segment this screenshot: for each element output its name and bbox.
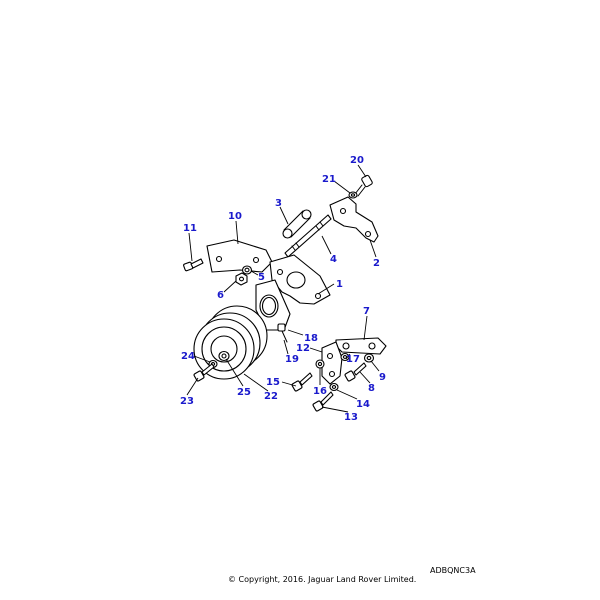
part-11-bolt <box>183 258 204 272</box>
part-17-washer <box>340 352 350 362</box>
callout-22: 22 <box>264 391 278 402</box>
callout-9: 9 <box>379 372 386 383</box>
part-1-bracket <box>269 254 331 305</box>
callout-11: 11 <box>183 223 197 234</box>
part-22-pulley <box>193 305 268 380</box>
callout-4: 4 <box>330 254 337 265</box>
callout-25: 25 <box>237 387 251 398</box>
callout-5: 5 <box>258 272 265 283</box>
callout-10: 10 <box>228 211 242 222</box>
callout-2: 2 <box>373 258 380 269</box>
part-3-spacer <box>282 209 312 239</box>
callout-3: 3 <box>275 198 282 209</box>
callout-21: 21 <box>322 174 336 185</box>
callout-18: 18 <box>304 333 318 344</box>
part-10-bracket <box>206 239 273 273</box>
part-23-bolt <box>193 363 215 382</box>
callout-6: 6 <box>217 290 224 301</box>
callout-1: 1 <box>336 279 343 290</box>
callout-7: 7 <box>363 306 370 317</box>
callout-17: 17 <box>346 354 360 365</box>
part-7-link <box>335 337 387 355</box>
part-19-bolt <box>277 323 288 343</box>
part-21-washer <box>348 191 358 199</box>
callout-15: 15 <box>266 377 280 388</box>
part-14-washer <box>329 382 339 392</box>
part-15-bolt <box>291 372 313 392</box>
part-2-bracket <box>329 196 379 243</box>
callouts: 20 21 3 10 11 2 4 5 6 1 7 18 12 19 17 24… <box>180 155 386 423</box>
callout-16: 16 <box>313 386 327 397</box>
part-5-washer <box>241 265 253 275</box>
callout-23: 23 <box>180 396 194 407</box>
part-6-nut <box>235 272 248 286</box>
callout-14: 14 <box>356 399 370 410</box>
callout-8: 8 <box>368 383 375 394</box>
part-8-bolt <box>344 362 367 382</box>
copyright-notice: © Copyright, 2016. Jaguar Land Rover Lim… <box>228 575 417 584</box>
callout-12: 12 <box>296 343 310 354</box>
callout-19: 19 <box>285 354 299 365</box>
callout-20: 20 <box>350 155 364 166</box>
part-13-bolt <box>312 391 334 412</box>
leader-lines <box>186 164 380 413</box>
part-16-washer <box>315 359 325 369</box>
part-20-bolt <box>354 174 373 197</box>
callout-24: 24 <box>181 351 195 362</box>
diagram-code: ADBQNC3A <box>430 566 476 575</box>
part-9-washer <box>363 353 375 363</box>
part-12-plate <box>321 341 343 385</box>
callout-13: 13 <box>344 412 358 423</box>
part-25-washer <box>218 350 230 362</box>
part-4-stud <box>284 214 332 258</box>
